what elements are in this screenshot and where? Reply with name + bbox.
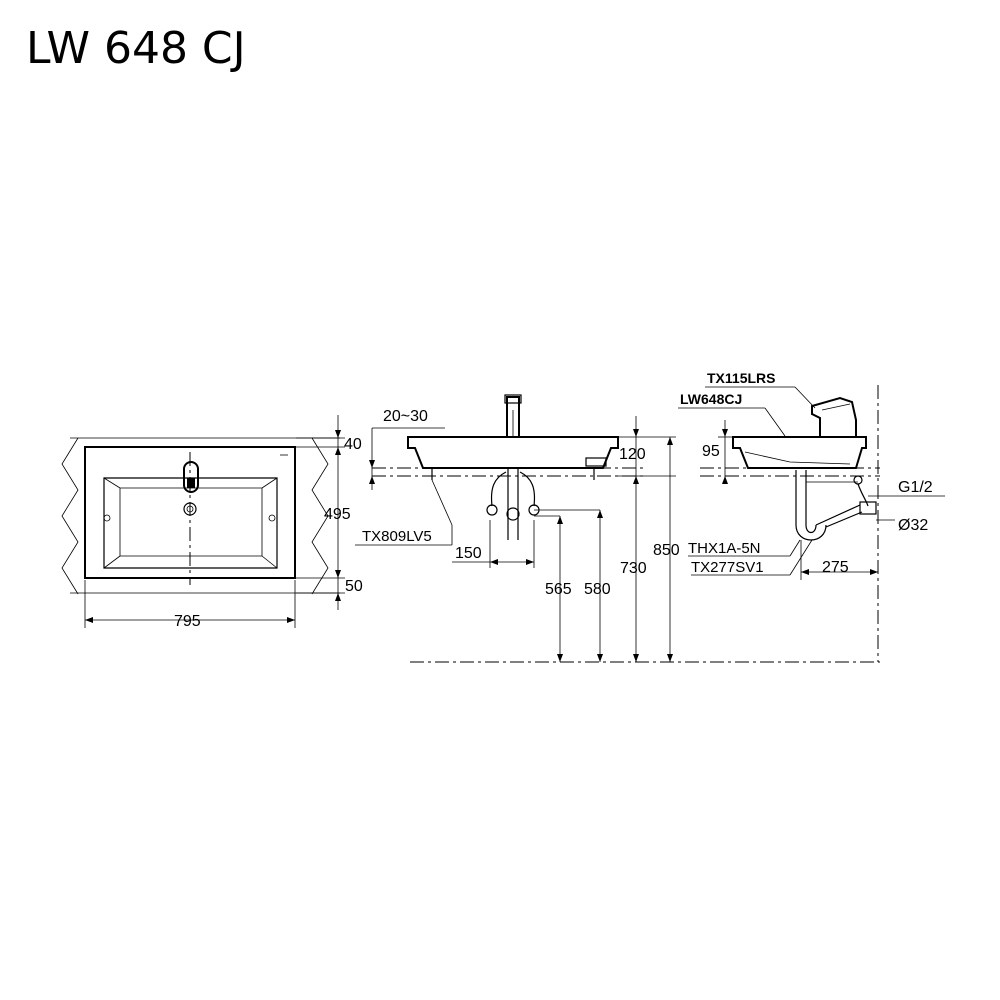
dim-mount-range: 20~30 bbox=[383, 408, 428, 425]
label-mount-kit: TX809LV5 bbox=[362, 528, 432, 545]
side-view: TX115LRS LW648CJ 95 G1/2 Ø32 THX1A-5N TX… bbox=[678, 370, 945, 662]
faucet-side-icon bbox=[811, 396, 857, 437]
label-basin: LW648CJ bbox=[680, 391, 742, 407]
front-view: 20~30 TX809LV5 150 120 565 580 73 bbox=[355, 394, 880, 663]
label-faucet: TX115LRS bbox=[707, 370, 775, 386]
dim-g12: G1/2 bbox=[898, 479, 933, 496]
counter-break-left bbox=[61, 437, 79, 595]
dim-top-width: 795 bbox=[174, 613, 201, 630]
dim-top-back: 40 bbox=[344, 436, 362, 453]
label-drain: THX1A-5N bbox=[688, 540, 761, 557]
dim-565: 565 bbox=[545, 581, 572, 598]
dim-730: 730 bbox=[620, 560, 647, 577]
counter-break-right bbox=[311, 437, 329, 595]
label-trap: TX277SV1 bbox=[691, 559, 764, 576]
dim-front-rim: 120 bbox=[619, 446, 646, 463]
basin-side bbox=[732, 436, 867, 469]
dim-580: 580 bbox=[584, 581, 611, 598]
dim-trap-offset: 275 bbox=[822, 559, 849, 576]
dim-top-depth: 495 bbox=[324, 506, 351, 523]
faucet-top-icon bbox=[183, 461, 199, 493]
top-view: 40 495 50 795 bbox=[61, 415, 363, 630]
dim-top-front: 50 bbox=[345, 578, 363, 595]
model-title: LW 648 CJ bbox=[26, 23, 246, 74]
dim-side-rim: 95 bbox=[702, 443, 720, 460]
dim-dia32: Ø32 bbox=[898, 517, 928, 534]
dim-tap-offset: 150 bbox=[455, 545, 482, 562]
dim-850: 850 bbox=[653, 542, 680, 559]
